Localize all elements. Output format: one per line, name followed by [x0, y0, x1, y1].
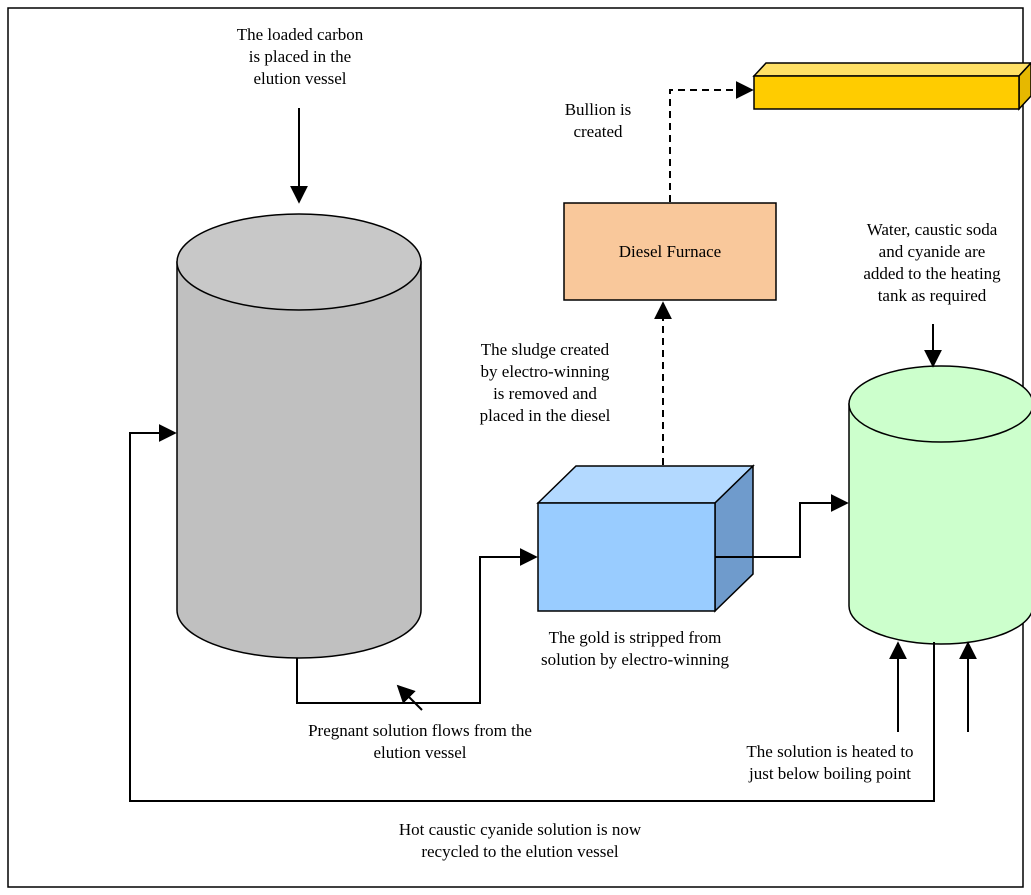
chemicals-label: Water, caustic soda and cyanide are adde…: [832, 219, 1031, 307]
sludge-label: The sludge created by electro-winning is…: [440, 339, 650, 427]
sludge-line-1: The sludge created: [480, 340, 610, 359]
stripped-label: The gold is stripped from solution by el…: [500, 627, 770, 671]
stripped-line-1: The gold is stripped from: [548, 628, 722, 647]
recycle-line: [129, 424, 935, 802]
bullion-line-2: created: [573, 122, 623, 141]
loaded-carbon-line-2: is placed in the: [248, 47, 352, 66]
chemicals-line-1: Water, caustic soda: [866, 220, 998, 239]
elution-vessel-body: [176, 261, 422, 659]
pregnant-pointer-arrow: [396, 684, 423, 711]
recycled-line-2: recycled to the elution vessel: [421, 842, 619, 861]
sludge-line-2: by electro-winning: [480, 362, 610, 381]
pregnant-line-2: elution vessel: [373, 743, 467, 762]
electrowinning-cell: [536, 464, 755, 613]
sludge-line-4: placed in the diesel: [479, 406, 611, 425]
bullion-dashed-arrow: [669, 81, 754, 202]
diesel-furnace-label: Diesel Furnace: [564, 203, 776, 300]
heated-line-1: The solution is heated to: [746, 742, 914, 761]
elution-vessel-top: [176, 213, 422, 311]
diesel-furnace: [563, 202, 777, 301]
elution-vessel: [176, 213, 422, 659]
recycled-label: Hot caustic cyanide solution is now recy…: [360, 819, 680, 863]
diesel-furnace-text: Diesel Furnace: [618, 241, 722, 261]
heated-label: The solution is heated to just below boi…: [690, 741, 970, 785]
chemicals-line-4: tank as required: [877, 286, 987, 305]
bullion-bar: [752, 61, 1031, 111]
loaded-carbon-line-1: The loaded carbon: [236, 25, 364, 44]
pregnant-line-1: Pregnant solution flows from the: [308, 721, 532, 740]
loaded-carbon-label: The loaded carbon is placed in the eluti…: [190, 24, 410, 90]
pregnant-label: Pregnant solution flows from the elution…: [260, 720, 580, 764]
pregnant-solution-line: [296, 548, 538, 704]
heated-line-2: just below boiling point: [749, 764, 911, 783]
recycled-line-1: Hot caustic cyanide solution is now: [398, 820, 642, 839]
stripped-line-2: solution by electro-winning: [541, 650, 729, 669]
sludge-line-3: is removed and: [493, 384, 597, 403]
heating-tank: [848, 365, 1031, 645]
bullion-line-1: Bullion is: [564, 100, 632, 119]
chemicals-line-2: and cyanide are: [878, 242, 986, 261]
chemicals-line-3: added to the heating: [863, 264, 1001, 283]
bullion-label: Bullion is created: [538, 99, 658, 143]
loaded-carbon-line-3: elution vessel: [253, 69, 347, 88]
cell-to-tank-arrow: [715, 494, 849, 558]
